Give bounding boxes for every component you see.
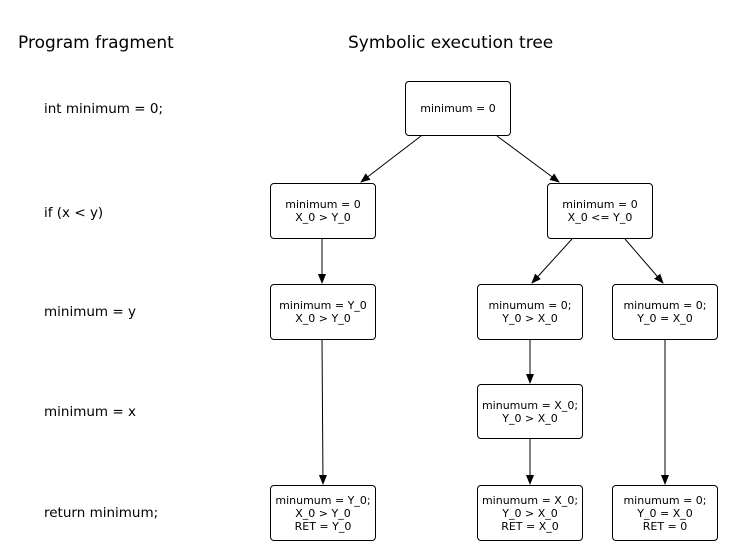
node-return-left-line-1: minumum = Y_0; [275, 493, 371, 507]
node-y-equal-x-line-1: minumum = 0; [623, 299, 707, 312]
edge-assign-y-to-return [318, 339, 327, 485]
node-assign-y-line-1: minimum = Y_0 [279, 299, 367, 312]
edge-right-to-equal [624, 238, 664, 284]
symbolic-execution-tree-heading: Symbolic execution tree [348, 33, 554, 53]
program-fragment-heading: Program fragment [18, 33, 174, 53]
node-return-right-line-2: Y_0 = X_0 [637, 506, 693, 520]
node-if-false-line-1: minimum = 0 [562, 198, 638, 211]
node-y-equal-x: minumum = 0; Y_0 = X_0 [612, 284, 718, 340]
code-line-if: if (x < y) [44, 205, 104, 221]
node-if-true-line-2: X_0 > Y_0 [295, 211, 351, 224]
code-line-assign-y: minimum = y [44, 304, 136, 320]
node-return-mid-line-3: RET = X_0 [501, 519, 559, 533]
node-y-greater-x: minumum = 0; Y_0 > X_0 [477, 284, 583, 340]
node-y-equal-x-line-2: Y_0 = X_0 [637, 312, 693, 325]
code-line-declaration: int minimum = 0; [44, 101, 163, 117]
node-assign-x: minumum = X_0; Y_0 > X_0 [477, 384, 583, 439]
node-return-right-line-3: RET = 0 [642, 519, 688, 533]
edge-root-to-left [360, 135, 422, 183]
node-assign-y: minimum = Y_0 X_0 > Y_0 [270, 284, 376, 340]
node-y-greater-x-line-1: minumum = 0; [488, 299, 572, 312]
edge-right-to-mid [531, 238, 573, 284]
node-return-left-line-3: RET = Y_0 [294, 519, 352, 533]
node-return-right: minumum = 0; Y_0 = X_0 RET = 0 [612, 485, 718, 541]
node-assign-x-line-1: minumum = X_0; [481, 398, 579, 412]
code-line-return: return minimum; [44, 505, 159, 521]
node-assign-y-line-2: X_0 > Y_0 [295, 312, 351, 325]
node-if-true-branch: minimum = 0 X_0 > Y_0 [270, 183, 376, 239]
node-if-false-branch: minimum = 0 X_0 <= Y_0 [547, 183, 653, 239]
node-return-left: minumum = Y_0; X_0 > Y_0 RET = Y_0 [270, 485, 376, 541]
node-return-mid: minumum = X_0; Y_0 > X_0 RET = X_0 [477, 485, 583, 541]
node-y-greater-x-line-2: Y_0 > X_0 [502, 312, 558, 325]
edge-root-to-right [496, 135, 560, 183]
node-if-true-line-1: minimum = 0 [285, 198, 361, 211]
node-assign-x-line-2: Y_0 > X_0 [502, 411, 558, 425]
node-return-left-line-2: X_0 > Y_0 [295, 506, 351, 520]
node-return-mid-line-2: Y_0 > X_0 [502, 506, 558, 520]
node-root-line-1: minimum = 0 [420, 102, 496, 115]
node-if-false-line-2: X_0 <= Y_0 [567, 211, 633, 224]
node-return-right-line-1: minumum = 0; [623, 493, 707, 507]
node-root: minimum = 0 [405, 81, 511, 136]
node-return-mid-line-1: minumum = X_0; [481, 493, 579, 507]
code-line-assign-x: minimum = x [44, 404, 136, 420]
